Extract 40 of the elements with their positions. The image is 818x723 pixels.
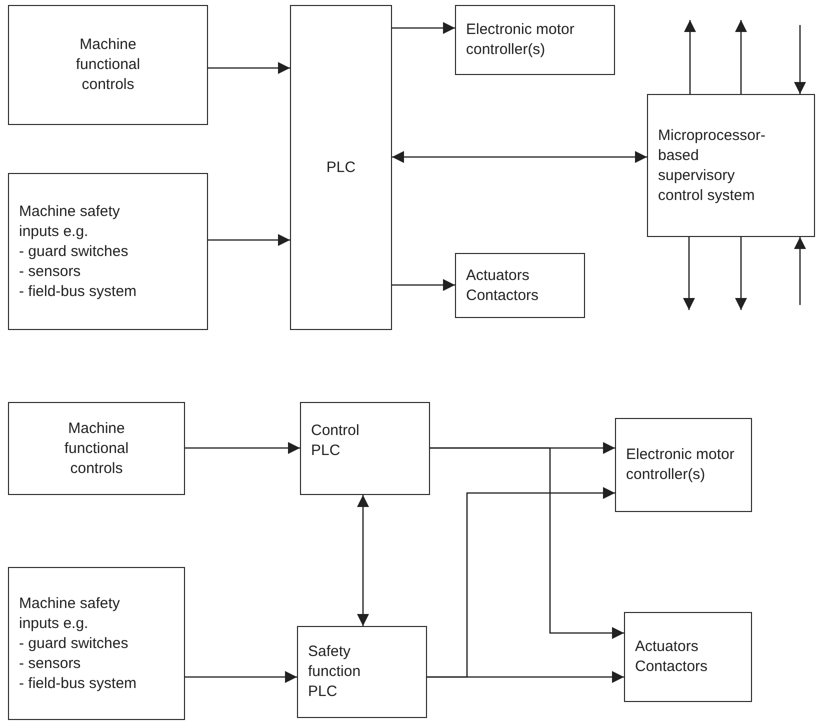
box-label: Machine safety inputs e.g. - guard switches - sensors - field-bus system (19, 594, 137, 694)
process-box (8, 567, 185, 720)
arrow (392, 279, 455, 291)
process-box (615, 418, 752, 512)
arrow (185, 671, 297, 683)
box-label: Actuators Contactors (635, 637, 708, 677)
arrow (430, 447, 624, 639)
process-box (647, 94, 815, 237)
arrow (427, 671, 624, 683)
process-box (455, 5, 615, 75)
arrow (208, 234, 290, 246)
arrow (392, 151, 647, 163)
arrow (794, 237, 806, 305)
process-box (8, 402, 185, 495)
arrow (684, 20, 696, 94)
arrow (794, 25, 806, 94)
box-label: Safety function PLC (308, 642, 361, 702)
process-box (8, 173, 208, 330)
box-label: Electronic motor controller(s) (626, 445, 734, 485)
process-box (290, 5, 392, 330)
arrow (208, 62, 290, 74)
process-box (300, 402, 430, 495)
arrow (683, 237, 695, 310)
arrow (392, 22, 455, 34)
box-label: PLC (326, 158, 356, 178)
process-box (8, 5, 208, 125)
arrow (735, 20, 747, 94)
box-label: Actuators Contactors (466, 266, 539, 306)
arrow (357, 495, 369, 626)
box-label: Control PLC (311, 421, 360, 461)
arrow (185, 442, 300, 454)
box-label: Machine functional controls (76, 35, 140, 95)
box-label: Machine functional controls (64, 418, 129, 478)
process-box (624, 612, 752, 702)
box-label: Machine safety inputs e.g. - guard switches - sensors - field-bus system (19, 202, 137, 302)
process-box (455, 253, 585, 318)
process-box (297, 626, 427, 718)
box-label: Electronic motor controller(s) (466, 20, 574, 60)
box-label: Microprocessor-based supervisory control system (658, 126, 766, 206)
arrow (735, 237, 747, 310)
